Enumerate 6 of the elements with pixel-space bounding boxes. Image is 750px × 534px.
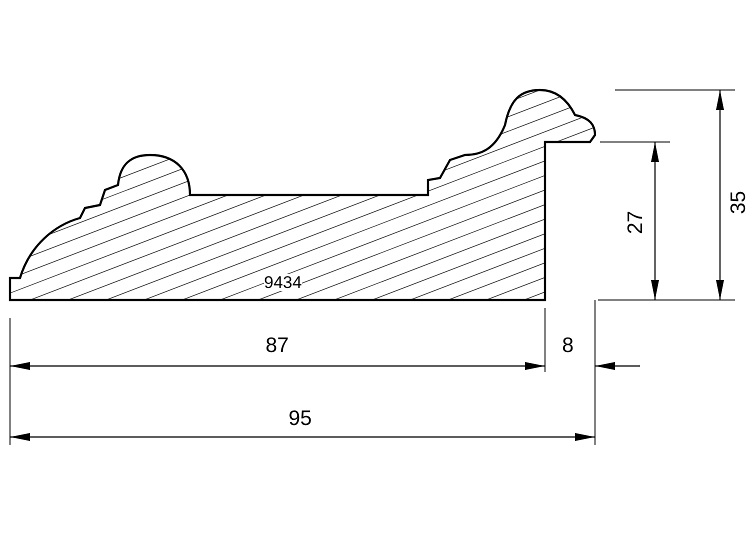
- dimension-label: 27: [624, 210, 646, 234]
- dimension-label: 95: [288, 408, 312, 428]
- dimension-label: 87: [266, 334, 289, 356]
- dimension-label: 8: [562, 334, 574, 356]
- part-number: 9434: [264, 274, 302, 290]
- dimension-label: 35: [728, 190, 749, 214]
